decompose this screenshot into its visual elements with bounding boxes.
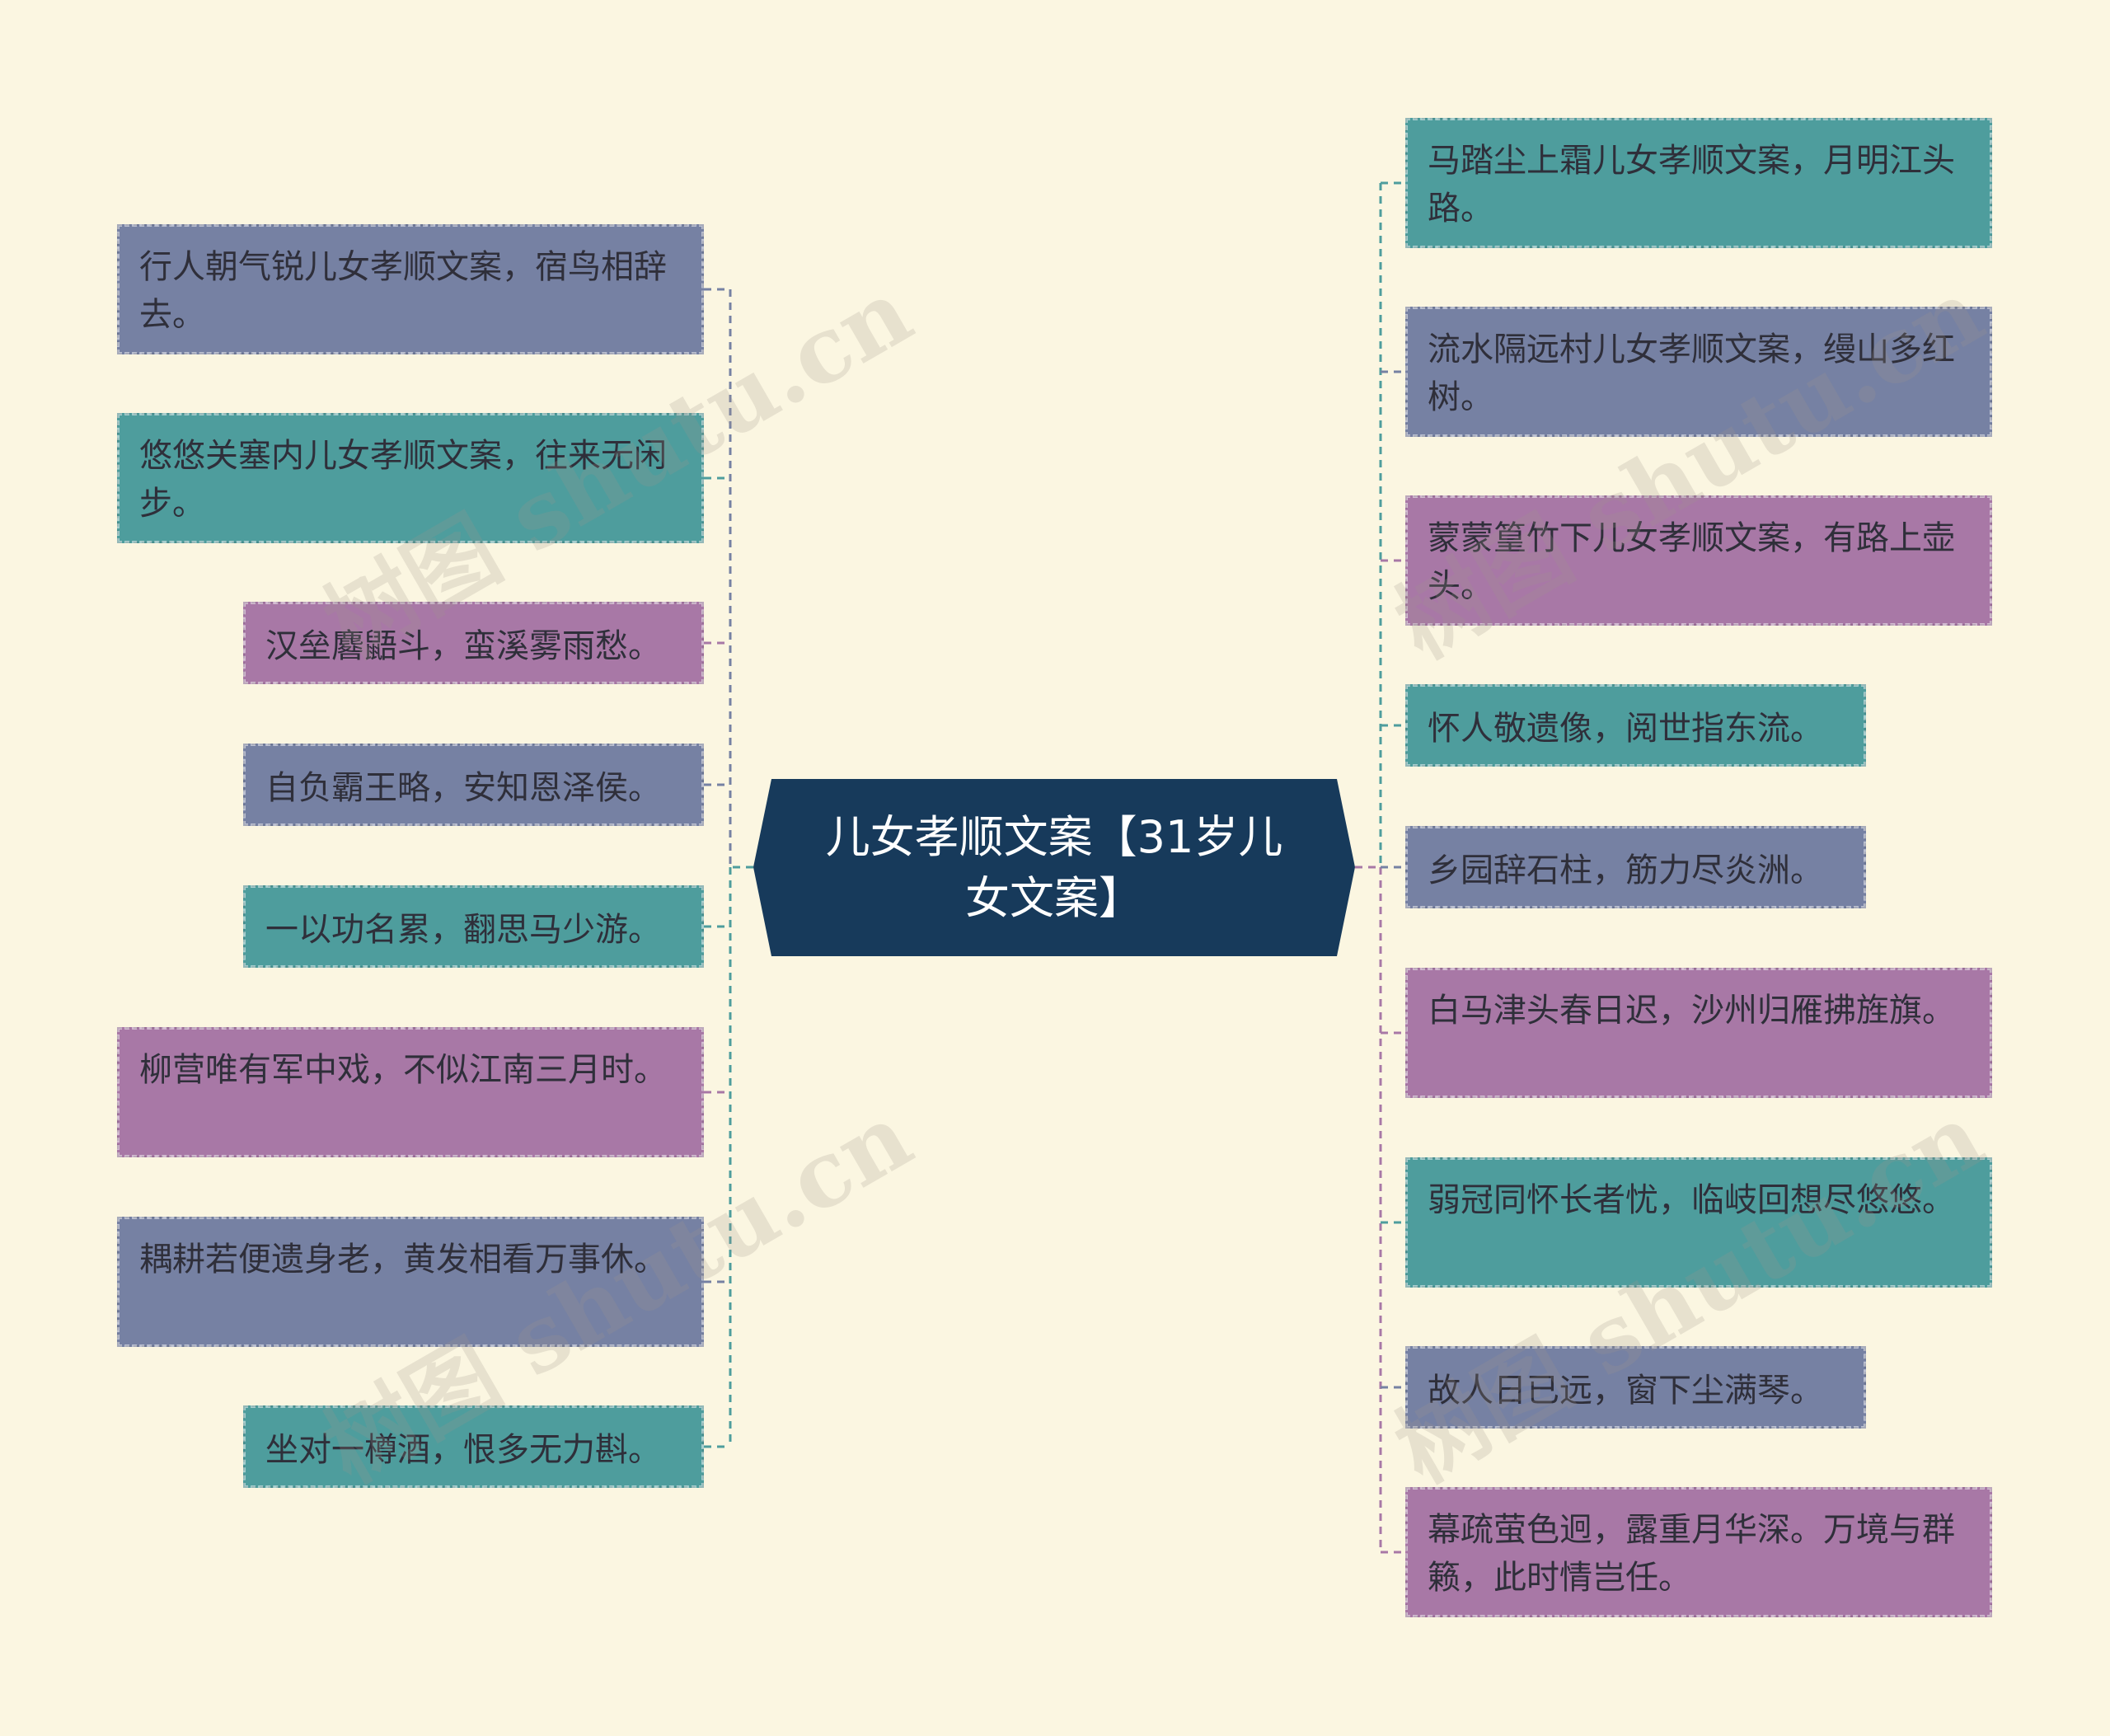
right-topic-1[interactable]: 马踏尘上霜儿女孝顺文案，月明江头路。 xyxy=(1405,118,1992,248)
right-topic-9[interactable]: 幕疏萤色迥，露重月华深。万境与群籁，此时情岂任。 xyxy=(1405,1487,1992,1617)
left-topic-8[interactable]: 坐对一樽酒，恨多无力斟。 xyxy=(243,1405,704,1488)
left-topic-7[interactable]: 耦耕若便遗身老，黄发相看万事休。 xyxy=(117,1217,704,1347)
central-topic-label: 儿女孝顺文案【31岁儿女文案】 xyxy=(825,810,1283,924)
left-topic-6[interactable]: 柳营唯有军中戏，不似江南三月时。 xyxy=(117,1027,704,1157)
central-topic[interactable]: 儿女孝顺文案【31岁儿女文案】 xyxy=(753,779,1355,956)
central-topic-shape xyxy=(753,779,1355,956)
right-topic-7[interactable]: 弱冠同怀长者忧，临岐回想尽悠悠。 xyxy=(1405,1157,1992,1288)
right-topic-8[interactable]: 故人日已远，窗下尘满琴。 xyxy=(1405,1346,1866,1429)
left-topic-1[interactable]: 行人朝气锐儿女孝顺文案，宿鸟相辞去。 xyxy=(117,224,704,354)
right-topic-3[interactable]: 蒙蒙篁竹下儿女孝顺文案，有路上壶头。 xyxy=(1405,495,1992,626)
right-topic-5[interactable]: 乡园辞石柱，筋力尽炎洲。 xyxy=(1405,826,1866,908)
right-topic-2[interactable]: 流水隔远村儿女孝顺文案，缦山多红树。 xyxy=(1405,307,1992,437)
left-topic-5[interactable]: 一以功名累，翻思马少游。 xyxy=(243,885,704,968)
left-topic-4[interactable]: 自负霸王略，安知恩泽侯。 xyxy=(243,744,704,826)
right-topic-6[interactable]: 白马津头春日迟，沙州归雁拂旌旗。 xyxy=(1405,968,1992,1098)
left-topic-3[interactable]: 汉垒麔鼯斗，蛮溪雾雨愁。 xyxy=(243,602,704,684)
left-topic-2[interactable]: 悠悠关塞内儿女孝顺文案，往来无闲步。 xyxy=(117,413,704,543)
right-topic-4[interactable]: 怀人敬遗像，阅世指东流。 xyxy=(1405,684,1866,767)
